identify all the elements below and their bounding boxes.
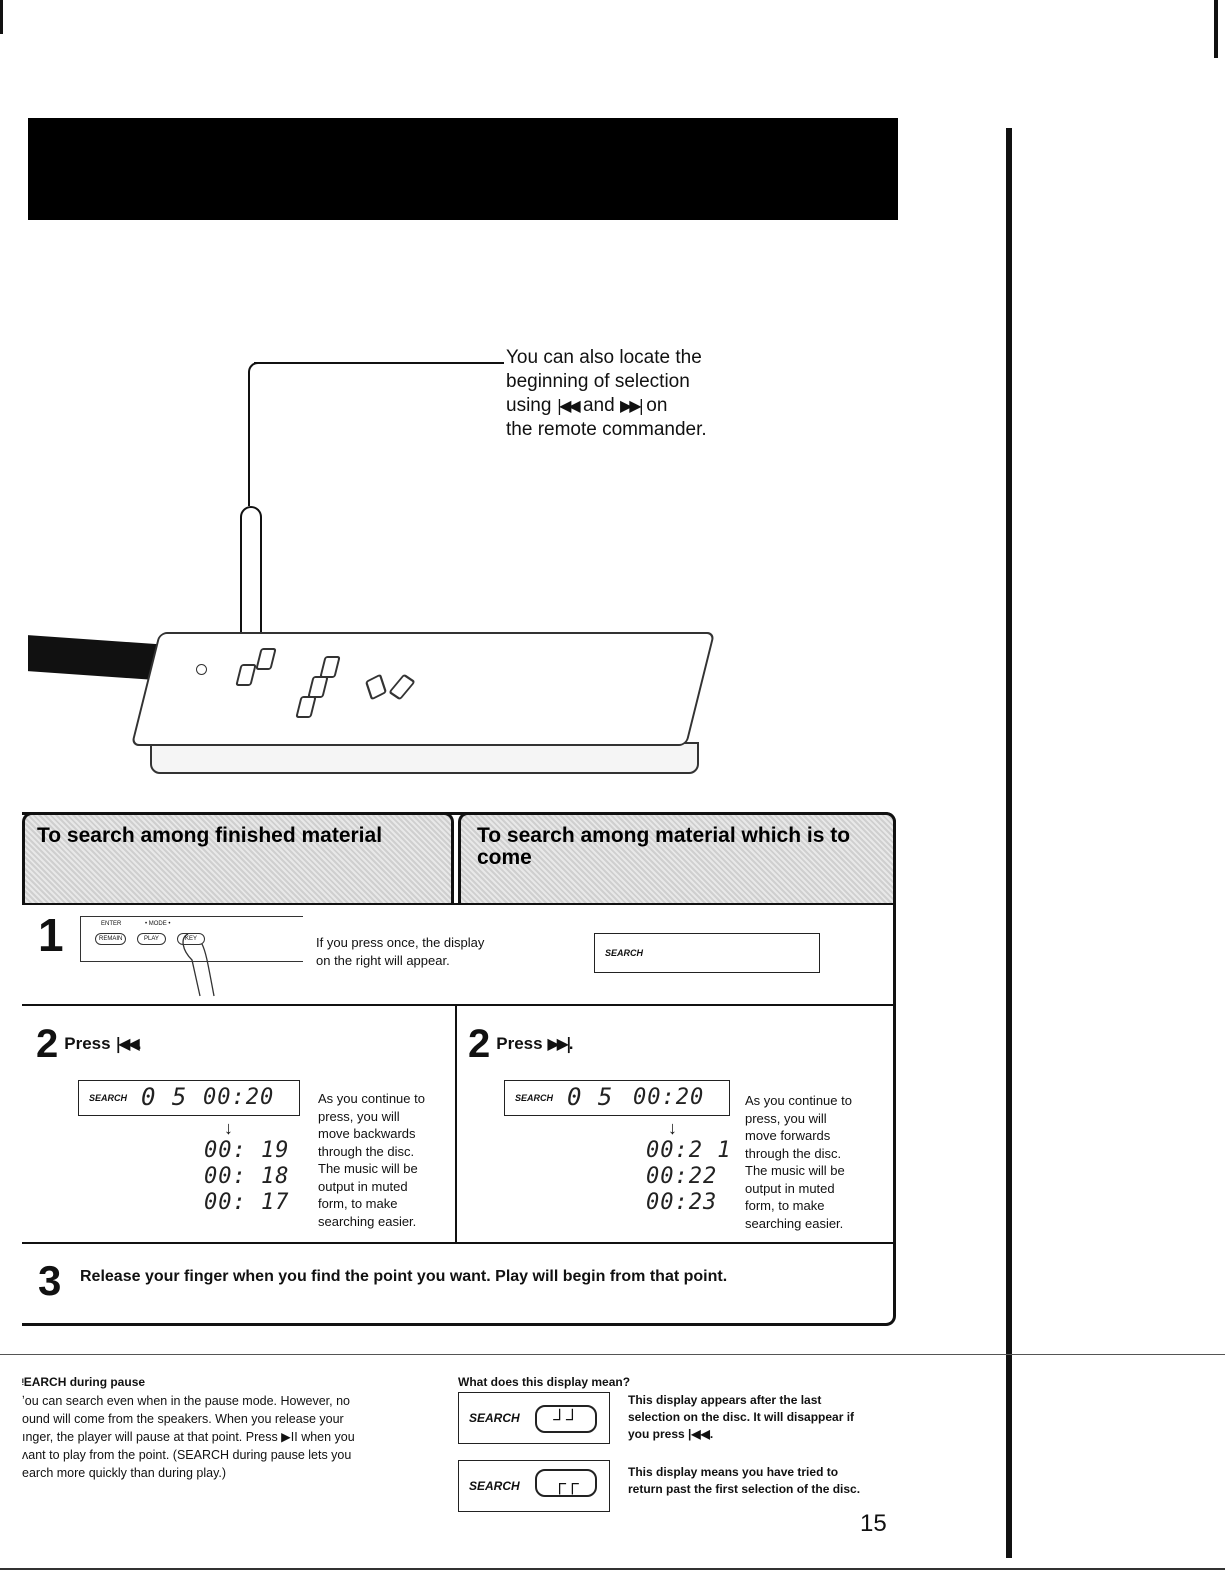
key-key-icon: KEY (177, 933, 206, 945)
page-bottom-rule (0, 1568, 1225, 1570)
remote-cable (28, 635, 168, 681)
mode-label: • MODE • (145, 921, 171, 927)
search-instructions-panel (22, 812, 896, 1326)
play-key-icon: PLAY (137, 933, 166, 945)
track-number: 0 5 (567, 1083, 614, 1111)
step-2-number: 2 (468, 1022, 491, 1066)
crop-mark (0, 0, 3, 34)
callout-text: You can also locate the beginning of sel… (506, 346, 707, 442)
page-edge-rule (1006, 128, 1012, 1558)
leader-line (248, 380, 250, 506)
divider (22, 1242, 894, 1244)
callout-line-3: using |◀◀ and ▶▶| on (506, 395, 668, 416)
next-track-icon: ▶▶| (619, 396, 644, 415)
down-arrow-icon: ↓ (224, 1118, 233, 1138)
callout-line-1: You can also locate the (506, 347, 702, 368)
search-display-forward: SEARCH 0 5 00:20 (504, 1080, 730, 1116)
display-search-label: SEARCH (605, 948, 644, 958)
remote-ir-window-icon (196, 664, 207, 675)
divider (22, 1004, 894, 1006)
crop-mark (1214, 0, 1218, 58)
pause-title: ᵎEARCH during pause (22, 1375, 146, 1389)
remote-commander-base (150, 742, 699, 774)
next-track-icon: ▶▶| (547, 1034, 572, 1053)
step-3-text: Release your finger when you find the po… (80, 1268, 728, 1285)
callout-line-2: beginning of selection (506, 371, 690, 392)
header-bar (28, 118, 898, 220)
time-sequence: 00:2 1 00:22 00:23 (646, 1138, 732, 1215)
divider (455, 1004, 457, 1242)
pause-body: ʼou can search even when in the pause mo… (22, 1394, 355, 1480)
enter-label: ENTER (101, 921, 122, 927)
search-display-backward: SEARCH 0 5 00:20 (78, 1080, 300, 1116)
down-arrow-icon: ↓ (668, 1118, 677, 1138)
display-search-label: SEARCH (469, 1411, 520, 1425)
remote-commander-illustration (130, 632, 716, 746)
prev-track-icon: |◀◀ (115, 1034, 140, 1053)
leader-line (254, 362, 504, 364)
display-search-label: SEARCH (515, 1093, 554, 1103)
end-of-disc-display: SEARCH ┘┘ (458, 1392, 610, 1444)
step-2-number: 2 (36, 1022, 59, 1066)
remote-keys-illustration: ENTER • MODE • REMAIN PLAY KEY (80, 916, 303, 962)
page-number: 15 (860, 1510, 887, 1537)
time-sequence: 00: 19 00: 18 00: 17 (204, 1138, 290, 1215)
section-rule (0, 1354, 1225, 1355)
display-search-label: SEARCH (89, 1093, 128, 1103)
leader-line (248, 362, 264, 384)
finger-icon (182, 933, 215, 997)
track-number: 0 5 (141, 1083, 188, 1111)
search-display: SEARCH (594, 933, 820, 973)
tab-title-left: To search among finished material (37, 824, 383, 847)
tab-finished-material: To search among finished material (22, 812, 454, 904)
start-of-disc-display: SEARCH ┌┌ (458, 1460, 610, 1512)
prev-track-icon: |◀◀ (556, 396, 581, 415)
time-readout: 00:20 (203, 1085, 275, 1110)
display-meaning-title: What does this display mean? (458, 1375, 631, 1389)
time-readout: 00:20 (633, 1085, 705, 1110)
end-symbol-icon: ┘┘ (535, 1405, 597, 1433)
callout-line-4: the remote commander. (506, 419, 707, 440)
divider (22, 903, 894, 905)
step-1-number: 1 (38, 909, 64, 961)
remain-key-icon: REMAIN (95, 933, 127, 945)
display-search-label: SEARCH (469, 1479, 520, 1493)
step-3-number: 3 (38, 1257, 62, 1304)
start-symbol-icon: ┌┌ (535, 1469, 597, 1497)
leader-line (240, 506, 262, 656)
